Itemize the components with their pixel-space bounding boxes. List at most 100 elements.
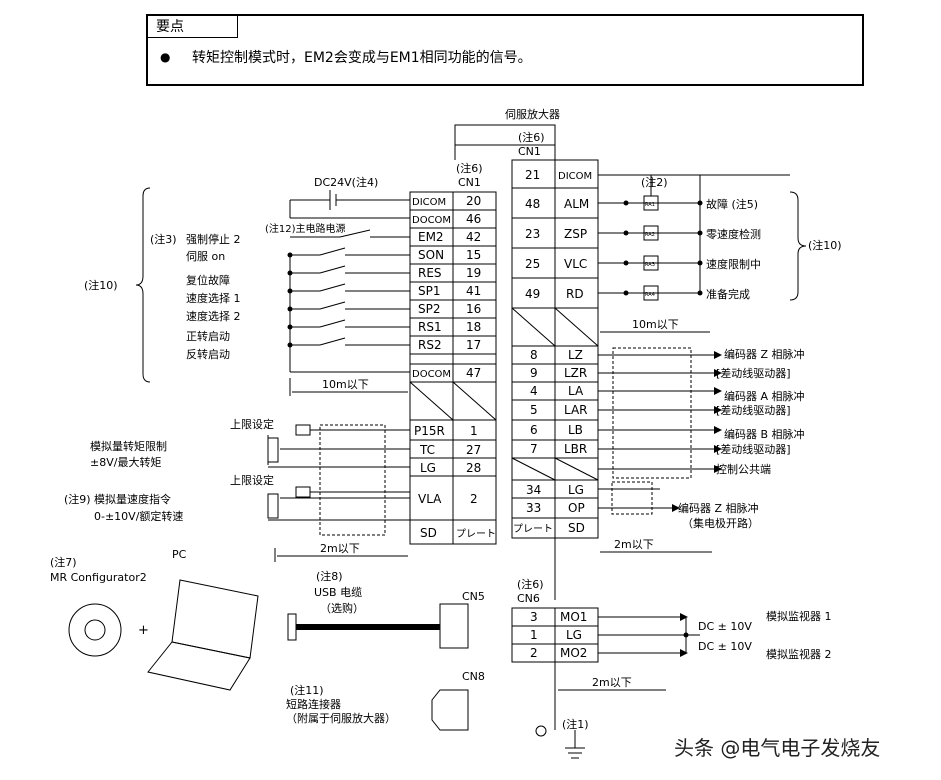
speed-cmd-range: 0-±10V/额定转速 bbox=[94, 509, 183, 523]
cn6-pin1-num: 1 bbox=[530, 628, 538, 642]
cd-icon bbox=[68, 603, 122, 657]
watermark-text: 头条 @电气电子发烧友 bbox=[674, 736, 881, 760]
ctrl-common-label: 控制公共端 bbox=[716, 462, 771, 476]
pin-res-num: 19 bbox=[466, 266, 481, 280]
note7-label: (注7) bbox=[50, 555, 77, 569]
pin-sp1-name: SP1 bbox=[418, 284, 441, 298]
cn8-label: CN8 bbox=[462, 670, 485, 683]
input-label-res: 复位故障 bbox=[186, 273, 230, 287]
pin-lb-name: LB bbox=[568, 423, 583, 437]
pin-sp1-num: 41 bbox=[466, 284, 481, 298]
cn6-lg-name: LG bbox=[566, 628, 582, 642]
plus-sign: + bbox=[138, 623, 149, 638]
pin-33-num: 33 bbox=[526, 501, 541, 515]
note10-left: (注10) bbox=[84, 278, 118, 292]
amp-title: 伺服放大器 bbox=[505, 107, 560, 121]
usb-cable-label: USB 电缆 bbox=[314, 586, 362, 599]
speed-cmd-label: 模拟量速度指令 bbox=[94, 492, 171, 506]
pin-docom46-name: DOCOM bbox=[412, 215, 451, 226]
cn1-right-label: CN1 bbox=[518, 145, 541, 158]
pin-dicom-left-num: 20 bbox=[466, 194, 481, 208]
monitor-2-label: 模拟监视器 2 bbox=[766, 647, 832, 661]
upper-limit-1: 上限设定 bbox=[230, 417, 274, 431]
input-label-sp2: 速度选择 2 bbox=[186, 309, 241, 323]
note3-label: (注3) bbox=[150, 232, 177, 246]
cn6-mo1-name: MO1 bbox=[560, 610, 587, 624]
pin-alm-name: ALM bbox=[564, 197, 589, 211]
pin-docom47-num: 47 bbox=[466, 366, 481, 380]
laptop-keyboard-icon bbox=[147, 641, 251, 691]
note2-label: (注2) bbox=[641, 175, 668, 189]
input-label-son: 伺服 on bbox=[186, 250, 225, 263]
enc-a-diff-label: [差动线驱动器] bbox=[716, 403, 791, 417]
pin-48-num: 48 bbox=[525, 197, 540, 211]
pin-sd-right-name: SD bbox=[568, 521, 585, 535]
pin-lg-name: LG bbox=[420, 461, 436, 475]
pin-son-name: SON bbox=[418, 248, 444, 262]
len-2m-right: 2m以下 bbox=[614, 538, 654, 551]
pin-vla-name: VLA bbox=[418, 492, 442, 506]
short-conn-label: 短路连接器 bbox=[286, 697, 341, 711]
pin-docom47-name: DOCOM bbox=[412, 369, 451, 380]
note11-label: (注11) bbox=[290, 683, 324, 697]
monitor-1-label: 模拟监视器 1 bbox=[766, 609, 832, 623]
pin-p15r-name: P15R bbox=[414, 424, 445, 438]
relay-ra3: RA3 bbox=[645, 262, 655, 268]
pin-8-num: 8 bbox=[530, 348, 538, 362]
cn6-pin2-num: 2 bbox=[530, 646, 538, 660]
output-label-rd: 准备完成 bbox=[706, 287, 750, 301]
pin-23-num: 23 bbox=[525, 227, 540, 241]
relay-ra1: RA1 bbox=[645, 202, 655, 208]
cn6-mo2-name: MO2 bbox=[560, 646, 587, 660]
pin-la-name: LA bbox=[568, 384, 584, 398]
pin-vlc-name: VLC bbox=[564, 257, 587, 271]
len-2m-cn6: 2m以下 bbox=[592, 676, 632, 689]
pin-res-name: RES bbox=[418, 266, 442, 280]
pin-vla-num: 2 bbox=[470, 492, 478, 506]
relay-ra2: RA2 bbox=[645, 232, 655, 238]
len-10m-right: 10m以下 bbox=[632, 318, 679, 331]
pin-dicom-right-name: DICOM bbox=[558, 171, 592, 182]
laptop-screen-icon bbox=[171, 579, 259, 659]
enc-z-label: 编码器 Z 相脉冲 bbox=[724, 347, 805, 361]
bullet-icon: ● bbox=[160, 50, 171, 64]
pin-25-num: 25 bbox=[525, 257, 540, 271]
pin-son-num: 15 bbox=[466, 248, 481, 262]
note-title: 要点 bbox=[148, 16, 238, 38]
pin-rs2-num: 17 bbox=[466, 338, 481, 352]
pin-7-num: 7 bbox=[530, 442, 538, 456]
mr-config-label: MR Configurator2 bbox=[50, 571, 147, 584]
note8-label: (注8) bbox=[316, 569, 343, 583]
input-label-sp1: 速度选择 1 bbox=[186, 291, 241, 305]
pin-lbr-name: LBR bbox=[564, 442, 587, 456]
enc-z-oc-sub-label: （集电极开路） bbox=[682, 516, 759, 530]
pin-21-num: 21 bbox=[525, 168, 540, 182]
pin-zsp-name: ZSP bbox=[564, 227, 587, 241]
pin-p15r-num: 1 bbox=[470, 424, 478, 438]
output-label-vlc: 速度限制中 bbox=[706, 257, 761, 271]
pin-op-name: OP bbox=[568, 501, 585, 515]
enc-z-diff-label: [差动线驱动器] bbox=[716, 366, 791, 380]
pin-lz-name: LZ bbox=[568, 348, 583, 362]
pin-49-num: 49 bbox=[525, 287, 540, 301]
upper-limit-2: 上限设定 bbox=[230, 473, 274, 487]
amp-title-box bbox=[454, 124, 556, 146]
cn6-pin3-num: 3 bbox=[530, 610, 538, 624]
pc-label: PC bbox=[172, 548, 187, 561]
pin-sd-num: プレート bbox=[456, 528, 496, 540]
input-label-em2: 强制停止 2 bbox=[186, 232, 241, 246]
output-label-zsp: 零速度检测 bbox=[706, 227, 761, 241]
pin-docom46-num: 46 bbox=[466, 212, 481, 226]
pin-sp2-name: SP2 bbox=[418, 302, 441, 316]
enc-a-label: 编码器 A 相脉冲 bbox=[724, 389, 805, 403]
pin-lar-name: LAR bbox=[564, 403, 588, 417]
relay-ra4: RA4 bbox=[645, 292, 655, 298]
torque-limit-label: 模拟量转矩限制 bbox=[90, 439, 167, 453]
pin-34-num: 34 bbox=[526, 483, 541, 497]
pin-tc-num: 27 bbox=[466, 443, 481, 457]
cn1-left-label: CN1 bbox=[458, 176, 481, 189]
pin-sd-name: SD bbox=[420, 526, 437, 540]
dc24v-label: DC24V(注4) bbox=[314, 175, 378, 189]
enc-b-label: 编码器 B 相脉冲 bbox=[724, 427, 805, 441]
